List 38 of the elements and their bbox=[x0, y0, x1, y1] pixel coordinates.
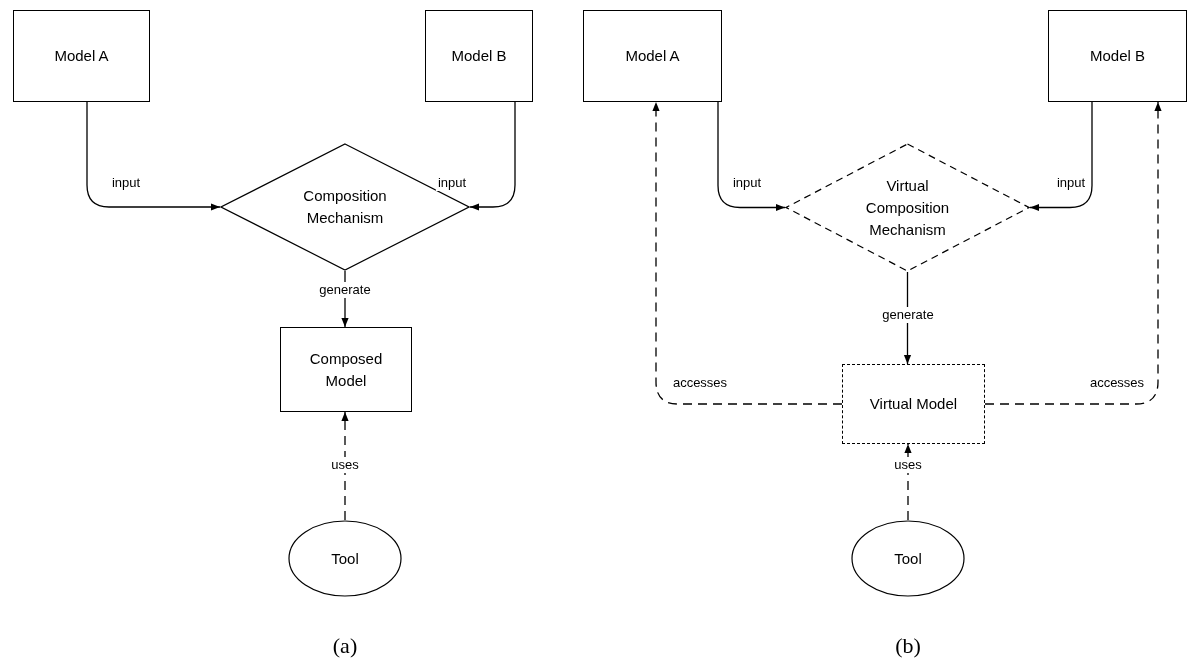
subfigure-caption: (b) bbox=[895, 631, 921, 660]
node-label: Virtual Composition Mechanism bbox=[864, 175, 951, 240]
edge-label: input bbox=[1054, 175, 1088, 191]
tool-ellipse bbox=[288, 520, 402, 597]
node-label: Model A bbox=[54, 46, 109, 66]
node-label: Tool bbox=[894, 548, 922, 569]
model-box bbox=[13, 10, 150, 102]
tool-ellipse bbox=[851, 520, 965, 597]
edge-label: input bbox=[435, 175, 469, 191]
edge-label: input bbox=[730, 175, 764, 191]
model-box bbox=[842, 364, 985, 444]
edge-label: uses bbox=[892, 457, 924, 473]
edge-label: generate bbox=[880, 307, 936, 323]
arrow bbox=[1029, 101, 1093, 212]
arrow bbox=[469, 101, 516, 211]
arrow bbox=[717, 101, 786, 212]
node-label: Model B bbox=[451, 46, 507, 66]
decision-diamond bbox=[785, 143, 1030, 272]
edge-label: uses bbox=[329, 457, 361, 473]
arrow bbox=[341, 411, 349, 521]
model-box bbox=[1048, 10, 1187, 102]
decision-diamond bbox=[220, 143, 470, 271]
arrow bbox=[86, 101, 221, 211]
node-label: Virtual Model bbox=[869, 394, 958, 414]
edge-label: input bbox=[109, 175, 143, 191]
arrow bbox=[984, 101, 1162, 405]
model-box bbox=[280, 327, 412, 412]
node-label: Composition Mechanism bbox=[302, 186, 388, 228]
subfigure-caption: (a) bbox=[332, 631, 358, 660]
arrow bbox=[652, 101, 843, 405]
node-label: Model B bbox=[1090, 46, 1145, 66]
model-box bbox=[583, 10, 722, 102]
node-label: Model A bbox=[625, 46, 680, 66]
model-box bbox=[425, 10, 533, 102]
node-label: Composed Model bbox=[308, 348, 384, 391]
node-label: Tool bbox=[331, 548, 359, 569]
arrow bbox=[904, 443, 912, 521]
edge-label: generate bbox=[317, 282, 373, 298]
